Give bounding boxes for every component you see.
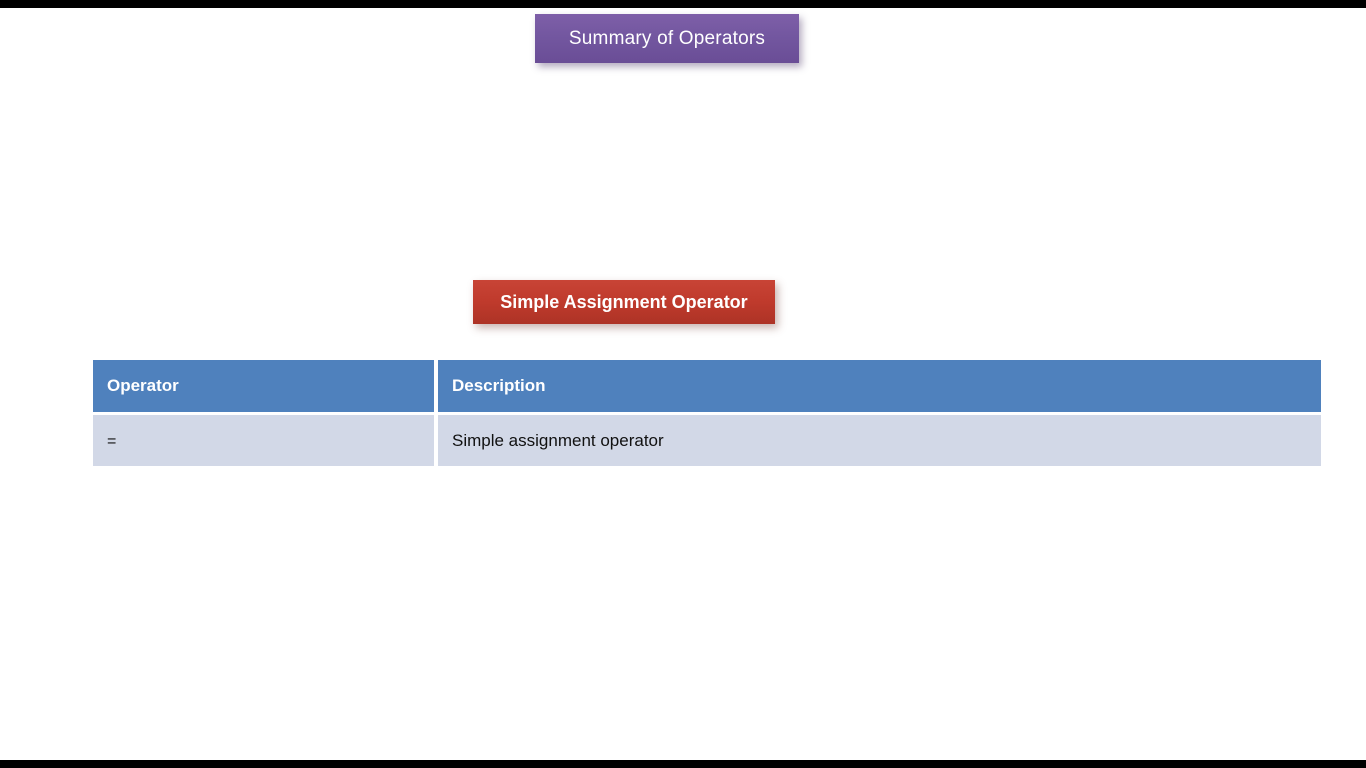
table-header-row: Operator Description: [93, 360, 1321, 415]
letterbox-bar-bottom: [0, 760, 1366, 768]
operators-table-body: = Simple assignment operator: [93, 415, 1321, 466]
slide-canvas: Summary of Operators Simple Assignment O…: [0, 8, 1366, 760]
column-header-description-label: Description: [452, 376, 546, 395]
cell-operator: =: [93, 415, 438, 466]
cell-description: Simple assignment operator: [438, 415, 1321, 466]
section-heading-chip: Simple Assignment Operator: [473, 280, 775, 324]
slide-title-chip: Summary of Operators: [535, 14, 799, 63]
operators-table-head: Operator Description: [93, 360, 1321, 415]
cell-description-value: Simple assignment operator: [452, 430, 664, 450]
slide-title-label: Summary of Operators: [568, 28, 766, 49]
section-heading-label: Simple Assignment Operator: [500, 292, 748, 312]
letterbox-bar-top: [0, 0, 1366, 8]
table-row: = Simple assignment operator: [93, 415, 1321, 466]
cell-operator-value: =: [107, 432, 117, 450]
column-header-operator: Operator: [93, 360, 438, 415]
column-header-description: Description: [438, 360, 1321, 415]
operators-table: Operator Description = Simple assignment…: [93, 360, 1321, 466]
column-header-operator-label: Operator: [107, 376, 179, 395]
